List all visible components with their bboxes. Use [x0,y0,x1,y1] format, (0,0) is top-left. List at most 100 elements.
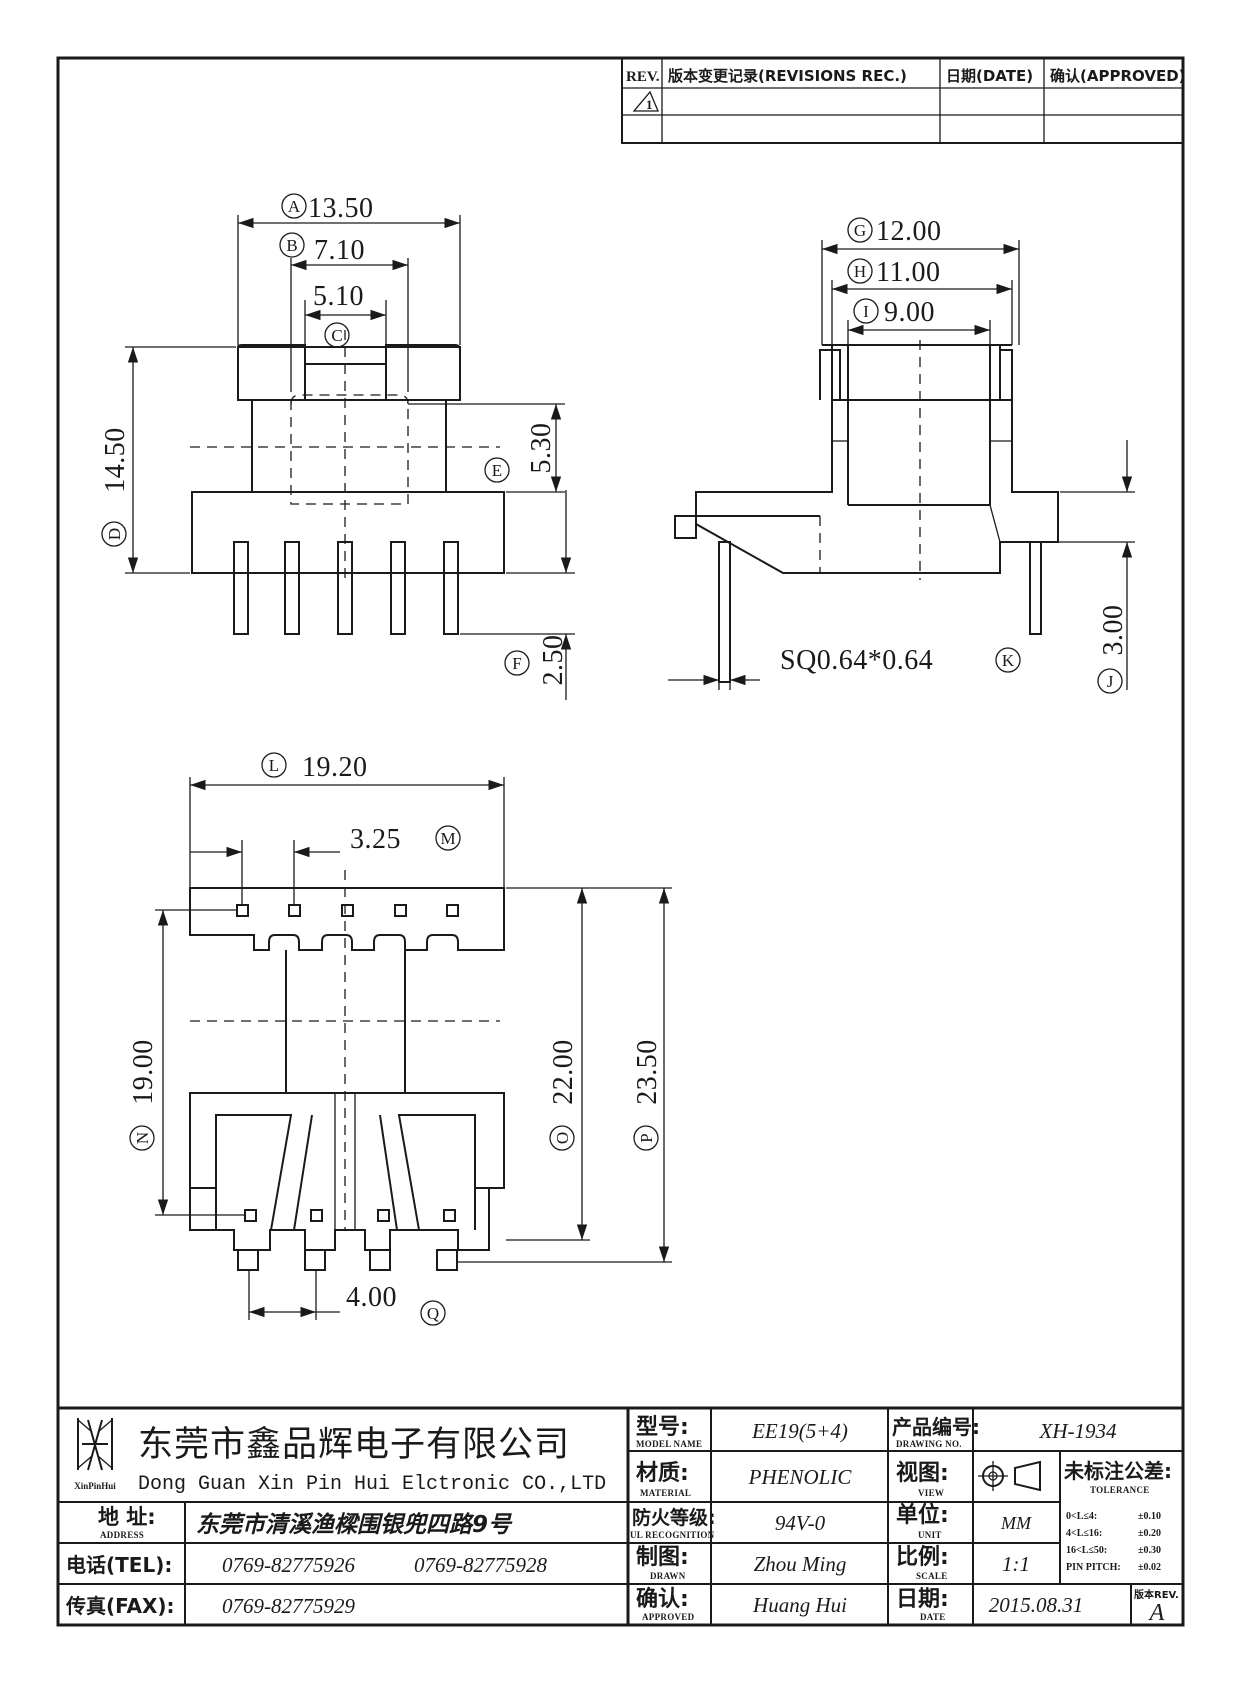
dim-h: H 11.00 [847,257,940,288]
scale-sub: SCALE [916,1571,948,1581]
revision-table: REV. 版本变更记录(REVISIONS REC.) 日期(DATE) 确认(… [621,57,1186,144]
model-value: EE19(5+4) [751,1419,848,1443]
dim-o: 22.00 O [548,1039,579,1151]
approved-header: 确认(APPROVED) [1050,67,1186,85]
drawing-no-value: XH-1934 [1039,1419,1117,1443]
dim-i-value: 9.00 [884,297,935,328]
tolerance-label: 未标注公差: [1064,1459,1172,1483]
dim-p-value: 23.50 [632,1039,663,1105]
scale-label: 比例: [896,1545,949,1570]
model-sub: MODEL NAME [636,1439,702,1449]
dim-a: A 13.50 [281,193,373,224]
date-sub: DATE [920,1612,946,1622]
date-value: 2015.08.31 [989,1593,1084,1617]
tolerance-value-1: ±0.10 [1138,1511,1161,1522]
dim-c: 5.10 C [313,281,364,348]
unit-value: MM [1000,1513,1032,1533]
dim-i: I 9.00 [853,297,935,328]
unit-label: 单位: [896,1502,949,1528]
dim-a-letter: A [288,197,301,216]
dim-c-value: 5.10 [313,281,364,312]
page-border [56,56,1185,1627]
dim-m: 3.25 M [350,824,461,855]
revision-number: 1 [646,97,653,112]
view-label: 视图: [896,1460,949,1486]
tel-value-1: 0769-82775926 [222,1553,355,1577]
dim-d-letter: D [105,528,124,540]
approved-value: Huang Hui [752,1593,847,1617]
scale-value: 1:1 [1002,1552,1030,1576]
dim-f: F 2.50 [504,635,569,686]
drawn-sub: DRAWN [650,1571,686,1581]
tolerance-table: 0<L≤4: ±0.10 4<L≤16: ±0.20 16<L≤50: ±0.3… [1066,1511,1161,1573]
approved-label: 确认: [636,1586,689,1612]
dim-k-letter: K [1002,651,1015,670]
front-view: A 13.50 B 7.10 5.10 C 14.50 D E 5.30 F [100,193,575,700]
rev-label: 版本REV. [1134,1588,1179,1601]
rev-header: REV. [626,69,660,85]
dim-l-value: 19.20 [302,752,368,783]
material-value: PHENOLIC [748,1465,853,1489]
dim-p: 23.50 P [632,1039,663,1151]
tolerance-value-2: ±0.20 [1138,1528,1161,1539]
projection-symbol-icon [978,1460,1041,1492]
tolerance-range-1: 0<L≤4: [1066,1511,1097,1522]
flame-sub: UL RECOGNITION [630,1530,715,1540]
logo-text: XinPinHui [74,1481,116,1491]
tel-label: 电话(TEL): [66,1553,172,1577]
dim-b-value: 7.10 [314,235,365,266]
dim-q-letter: Q [427,1304,439,1323]
side-view: G 12.00 H 11.00 I 9.00 J 3.00 SQ0.64*0.6… [668,216,1135,694]
tolerance-sub: TOLERANCE [1090,1485,1150,1495]
dim-p-letter: P [637,1133,656,1142]
flame-label: 防火等级: [632,1506,716,1529]
company-name-cn: 东莞市鑫品辉电子有限公司 [138,1425,570,1465]
drawing-no-label: 产品编号: [892,1415,980,1439]
dim-k: SQ0.64*0.64 K [780,645,1021,676]
dim-e: E 5.30 [484,423,557,483]
tolerance-range-4: PIN PITCH: [1066,1562,1121,1573]
dim-g: G 12.00 [847,216,942,247]
date-header: 日期(DATE) [946,67,1033,85]
dim-j-value: 3.00 [1098,605,1129,656]
tolerance-range-3: 16<L≤50: [1066,1545,1107,1556]
dim-e-letter: E [492,461,502,480]
material-label: 材质: [636,1461,689,1486]
revisions-header: 版本变更记录(REVISIONS REC.) [668,67,907,85]
dim-b: B 7.10 [279,232,365,266]
dim-n-value: 19.00 [128,1039,159,1105]
view-sub: VIEW [918,1488,944,1498]
dim-b-letter: B [286,236,297,255]
dim-f-letter: F [512,654,521,673]
address-sub: ADDRESS [100,1530,144,1540]
address-label: 地 址: [98,1505,156,1529]
dim-i-letter: I [863,302,869,321]
dim-q: 4.00 Q [346,1282,446,1326]
flame-value: 94V-0 [775,1511,826,1535]
dim-g-value: 12.00 [876,216,942,247]
drawn-label: 制图: [636,1545,689,1570]
dim-m-value: 3.25 [350,824,401,855]
tolerance-value-4: ±0.02 [1138,1562,1161,1573]
drawing-no-sub: DRAWING NO. [896,1439,962,1449]
model-label: 型号: [636,1415,689,1440]
dim-h-letter: H [854,262,866,281]
fax-label: 传真(FAX): [65,1594,175,1618]
dim-j: J 3.00 [1097,605,1129,694]
dim-g-letter: G [854,221,866,240]
address-value: 东莞市清溪渔樑围银兜四路9号 [196,1511,513,1538]
dim-k-value: SQ0.64*0.64 [780,645,933,676]
dim-h-value: 11.00 [876,257,940,288]
company-logo-icon: XinPinHui [74,1418,116,1491]
dim-o-value: 22.00 [548,1039,579,1105]
drawn-value: Zhou Ming [754,1552,847,1576]
dim-c-letter: C [331,326,342,345]
title-block: XinPinHui 东莞市鑫品辉电子有限公司 Dong Guan Xin Pin… [56,1406,1185,1627]
dim-f-value: 2.50 [538,635,569,686]
dim-m-letter: M [440,829,455,848]
tolerance-value-3: ±0.30 [1138,1545,1161,1556]
dim-o-letter: O [553,1132,572,1144]
tolerance-range-2: 4<L≤16: [1066,1528,1102,1539]
approved-sub: APPROVED [642,1612,695,1622]
revision-triangle-icon: 1 [632,90,659,112]
